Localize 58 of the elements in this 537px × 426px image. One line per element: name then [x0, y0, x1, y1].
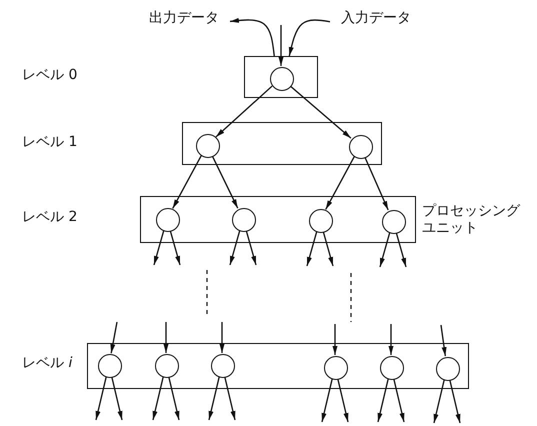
data-flow-label: 出力データ	[138, 8, 230, 28]
arrow	[208, 376, 220, 420]
arrow	[377, 378, 389, 422]
level-box	[182, 122, 382, 165]
unit-caption: プロセッシングユニット	[422, 203, 520, 237]
arrow	[220, 322, 224, 353]
arrow	[111, 376, 123, 420]
arrow	[290, 85, 352, 139]
arrow	[379, 232, 390, 268]
arrow	[168, 376, 180, 420]
arrow	[215, 86, 273, 138]
arrow	[364, 156, 389, 210]
processing-element-circle	[436, 357, 460, 381]
arrow	[246, 230, 257, 266]
arrow	[164, 322, 168, 353]
arrow	[388, 324, 394, 355]
arrow	[325, 156, 355, 210]
processing-element-circle	[324, 356, 348, 380]
level-label: レベル 2	[22, 208, 78, 226]
arrow	[229, 230, 240, 266]
arrow	[230, 18, 275, 56]
arrow	[170, 230, 181, 266]
arrow	[224, 376, 236, 420]
level-label: レベル i	[22, 354, 72, 372]
arrow	[337, 378, 349, 422]
arrow	[153, 230, 164, 266]
processing-element-circle	[380, 356, 404, 380]
processing-element-circle	[98, 354, 122, 378]
processing-element-circle	[232, 208, 256, 232]
level-label: レベル 1	[22, 133, 78, 151]
processing-element-circle	[270, 67, 294, 91]
arrow	[393, 378, 405, 422]
arrow	[433, 380, 445, 424]
processing-element-circle	[155, 354, 179, 378]
arrow	[449, 380, 461, 424]
processing-element-circle	[382, 210, 406, 234]
level-box	[87, 343, 469, 389]
arrow	[440, 324, 447, 356]
arrow	[288, 19, 330, 56]
processing-element-circle	[196, 134, 220, 158]
arrow	[212, 156, 238, 208]
arrow	[95, 376, 107, 420]
data-flow-label: 入力データ	[330, 8, 422, 28]
level-label: レベル 0	[22, 66, 78, 84]
arrow	[110, 322, 118, 354]
processing-element-circle	[309, 209, 333, 233]
arrow	[152, 376, 164, 420]
processing-element-circle	[349, 135, 373, 159]
arrow	[278, 25, 284, 66]
processing-element-circle	[156, 208, 180, 232]
arrow	[172, 155, 202, 209]
arrow	[396, 232, 407, 268]
arrow	[321, 378, 333, 422]
processing-element-circle	[211, 354, 235, 378]
arrow	[306, 231, 318, 266]
level-box	[244, 56, 318, 98]
arrow	[332, 324, 338, 355]
arrow	[322, 231, 334, 266]
